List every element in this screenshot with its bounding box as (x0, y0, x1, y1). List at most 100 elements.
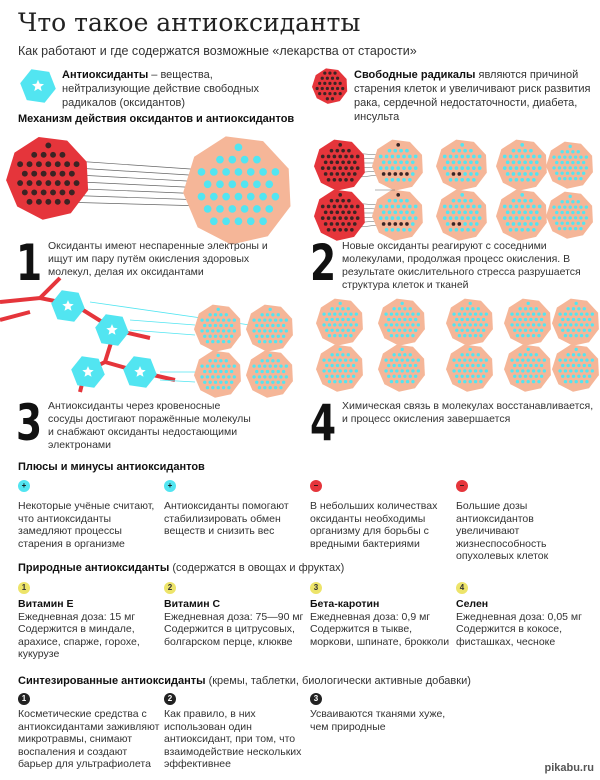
electron-dot (560, 160, 564, 165)
electron-dot (276, 334, 280, 338)
electron-dot (473, 379, 478, 384)
electron-dot (326, 166, 331, 170)
electron-dot (557, 216, 562, 220)
electron-dot (257, 329, 262, 333)
electron-dot (514, 166, 519, 170)
electron-dot (279, 375, 283, 379)
electron-dot (587, 374, 592, 378)
electron-dot (455, 317, 459, 322)
healthy-molecule (183, 136, 291, 245)
electron-dot (329, 160, 334, 165)
electron-dot (350, 166, 354, 170)
electron-dot (454, 154, 459, 159)
electron-dot (320, 166, 325, 170)
electron-dot (203, 205, 212, 213)
electron-dot (563, 358, 568, 362)
number-badge: 4 (456, 582, 468, 594)
electron-dot (335, 317, 340, 322)
electron-dot (479, 312, 483, 316)
electron-dot (408, 204, 412, 209)
electron-dot (413, 363, 418, 368)
electron-dot (455, 328, 459, 332)
electron-dot (463, 312, 467, 316)
electron-dot (350, 154, 354, 159)
electron-dot (463, 323, 467, 327)
electron-dot (517, 172, 522, 176)
electron-dot (341, 86, 345, 91)
electron-dot (330, 307, 334, 311)
electron-dot (561, 317, 565, 322)
electron-dot (392, 307, 396, 311)
electron-dot (211, 385, 215, 390)
electron-dot (573, 216, 578, 220)
electron-dot (355, 216, 360, 220)
electron-dot (323, 81, 327, 85)
electron-dot (569, 333, 573, 338)
electron-dot (517, 222, 522, 226)
electron-dot (392, 317, 396, 322)
electron-dot (318, 81, 322, 85)
electron-dot (510, 358, 514, 362)
electron-dot (265, 380, 270, 384)
electron-dot (260, 323, 264, 328)
electron-dot (568, 216, 572, 220)
electron-dot (526, 154, 530, 159)
electron-dot (542, 358, 546, 362)
electron-dot (328, 71, 332, 75)
electron-dot (518, 307, 522, 311)
electron-dot (460, 204, 465, 209)
electron-dot (17, 161, 24, 168)
electron-dot (465, 328, 470, 332)
electron-dot (333, 312, 337, 316)
electron-dot (587, 317, 592, 322)
electron-dot (585, 312, 589, 316)
electron-dot (577, 307, 581, 311)
electron-dot (457, 148, 462, 153)
electron-dot (526, 347, 530, 352)
electron-dot (351, 363, 356, 368)
item-dose: Ежедневная доза: 0,9 мг (310, 610, 431, 623)
molecule-cell (194, 350, 241, 398)
electron-dot (574, 358, 578, 362)
electron-dot (268, 339, 272, 344)
electron-dot (234, 143, 243, 152)
electron-dot (68, 170, 75, 177)
electron-dot (59, 189, 66, 196)
electron-dot (537, 312, 541, 316)
electron-dot (354, 312, 358, 316)
electron-dot (566, 317, 570, 322)
electron-dot (565, 171, 570, 175)
electron-dot (31, 170, 38, 177)
electron-dot (338, 323, 342, 327)
electron-dot (384, 358, 388, 362)
electron-dot (557, 155, 562, 159)
electron-dot (320, 154, 325, 159)
electron-dot (347, 198, 351, 203)
electron-dot (569, 358, 573, 362)
electron-dot (408, 317, 412, 322)
electron-dot (402, 177, 406, 182)
electron-dot (343, 312, 348, 316)
step-text: Новые оксиданты реагируют с соседними мо… (342, 240, 581, 291)
healthy-molecule (436, 139, 487, 191)
electron-dot (520, 216, 525, 220)
electron-dot (451, 198, 456, 203)
electron-dot (402, 227, 406, 232)
electron-dot (529, 307, 533, 311)
electron-dot (577, 328, 581, 332)
electron-dot (579, 333, 584, 338)
electron-dot (408, 307, 412, 311)
electron-dot (276, 359, 280, 363)
electron-dot (263, 318, 267, 322)
electron-dot (325, 86, 329, 91)
electron-dot (405, 312, 410, 316)
electron-dot (31, 151, 38, 158)
electron-dot (476, 307, 480, 311)
electron-dot (399, 210, 403, 215)
electron-dot (457, 369, 462, 373)
electron-dot (448, 166, 453, 170)
electron-dot (463, 333, 467, 338)
electron-dot (335, 210, 340, 215)
electron-dot (537, 379, 541, 384)
electron-dot (405, 172, 409, 176)
